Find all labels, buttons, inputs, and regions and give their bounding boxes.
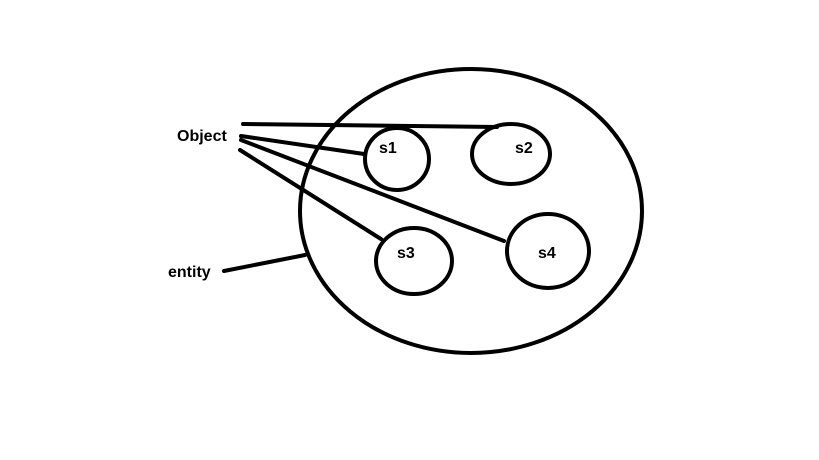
subset-s2-ellipse [470, 122, 552, 186]
connector-object-to-s2 [241, 122, 499, 129]
subset-s1-ellipse [363, 126, 431, 192]
label-entity: entity [168, 264, 211, 281]
label-s2: s2 [515, 140, 533, 157]
subset-s4-ellipse [505, 212, 591, 290]
connector-object-to-s1 [239, 134, 366, 156]
label-s4: s4 [538, 245, 556, 262]
outer-set-ellipse [298, 67, 644, 355]
subset-s3-ellipse [374, 226, 454, 296]
connector-object-to-s3 [238, 148, 383, 241]
label-object: Object [177, 128, 227, 145]
label-s1: s1 [379, 140, 397, 157]
connector-entity-to-outer-set [222, 253, 307, 273]
label-s3: s3 [397, 245, 415, 262]
connector-object-to-s4 [239, 138, 506, 243]
